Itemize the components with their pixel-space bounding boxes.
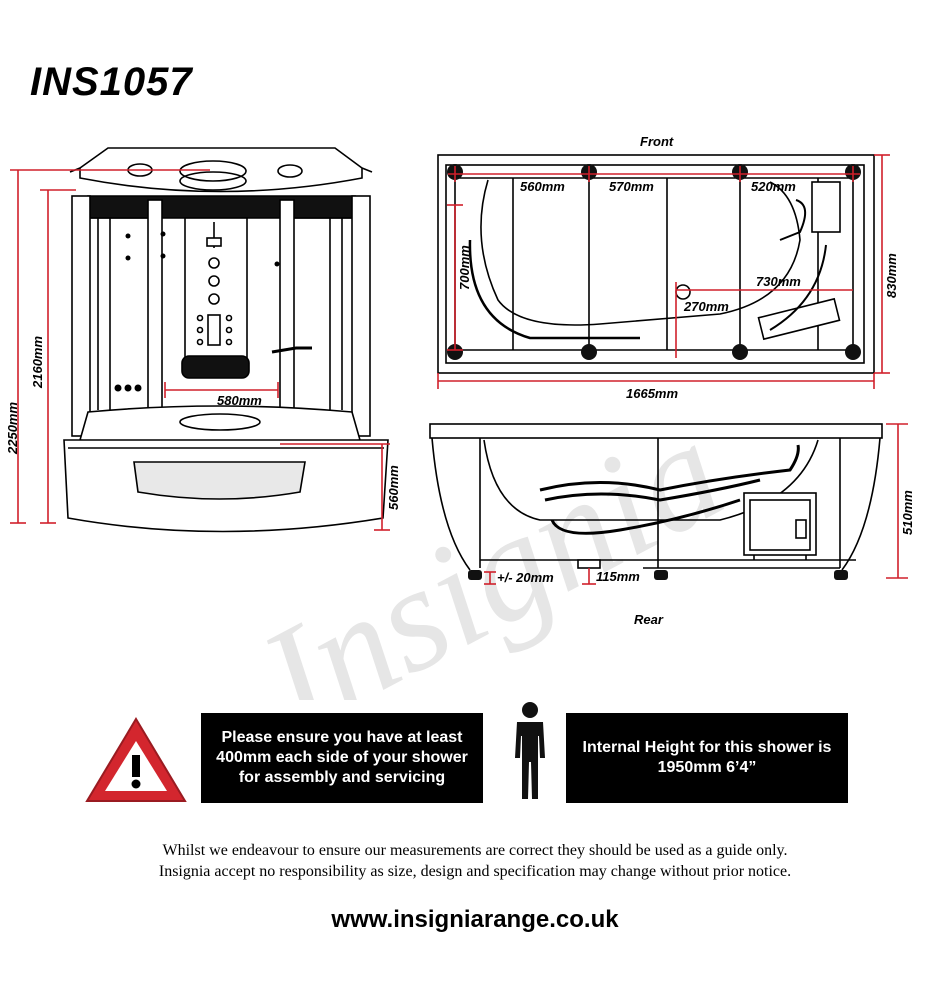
dim-depth-outer: 830mm (884, 253, 899, 298)
dim-tray-height: 560mm (386, 465, 401, 510)
website-link[interactable]: www.insigniarange.co.uk (331, 906, 619, 933)
shower-cabin-elevation (63, 147, 389, 533)
disclaimer-line-2: Insignia accept no responsibility as siz… (158, 863, 792, 880)
dim-depth-inner: 700mm (457, 245, 472, 290)
person-icon (515, 702, 545, 799)
dim-foot-adjust: +/- 20mm (497, 570, 554, 585)
bath-plan-view (437, 154, 875, 374)
front-view-label: Front (640, 134, 674, 149)
dim-seat-width: 580mm (217, 393, 262, 408)
page-title: INS1057 (30, 60, 193, 104)
disclaimer-line-1: Whilst we endeavour to ensure our measur… (162, 842, 788, 859)
internal-height-notice: Internal Height for this shower is 1950m… (566, 713, 848, 803)
dim-overall-height: 2250mm (5, 402, 20, 455)
dim-span-2: 570mm (609, 179, 654, 194)
rear-dimension-lines (484, 423, 908, 585)
left-dimension-lines (10, 169, 390, 531)
plan-dimension-lines (437, 154, 890, 389)
rear-view-label: Rear (634, 612, 664, 627)
dim-foot-height: 115mm (596, 569, 640, 584)
dim-span-1: 560mm (520, 179, 565, 194)
warning-triangle-icon (85, 717, 187, 802)
technical-drawing: Insignia (5, 134, 915, 700)
dim-drain-offset: 270mm (683, 299, 729, 314)
dim-rear-height: 510mm (900, 490, 915, 535)
assembly-notice: Please ensure you have at least 400mm ea… (201, 713, 483, 803)
bath-rear-view (429, 423, 883, 580)
dim-overall-length: 1665mm (626, 386, 678, 401)
dim-span-3: 520mm (751, 179, 796, 194)
dim-bath-length: 730mm (756, 274, 801, 289)
disclaimer: Whilst we endeavour to ensure our measur… (0, 840, 950, 882)
dim-cabin-height: 2160mm (30, 336, 45, 389)
